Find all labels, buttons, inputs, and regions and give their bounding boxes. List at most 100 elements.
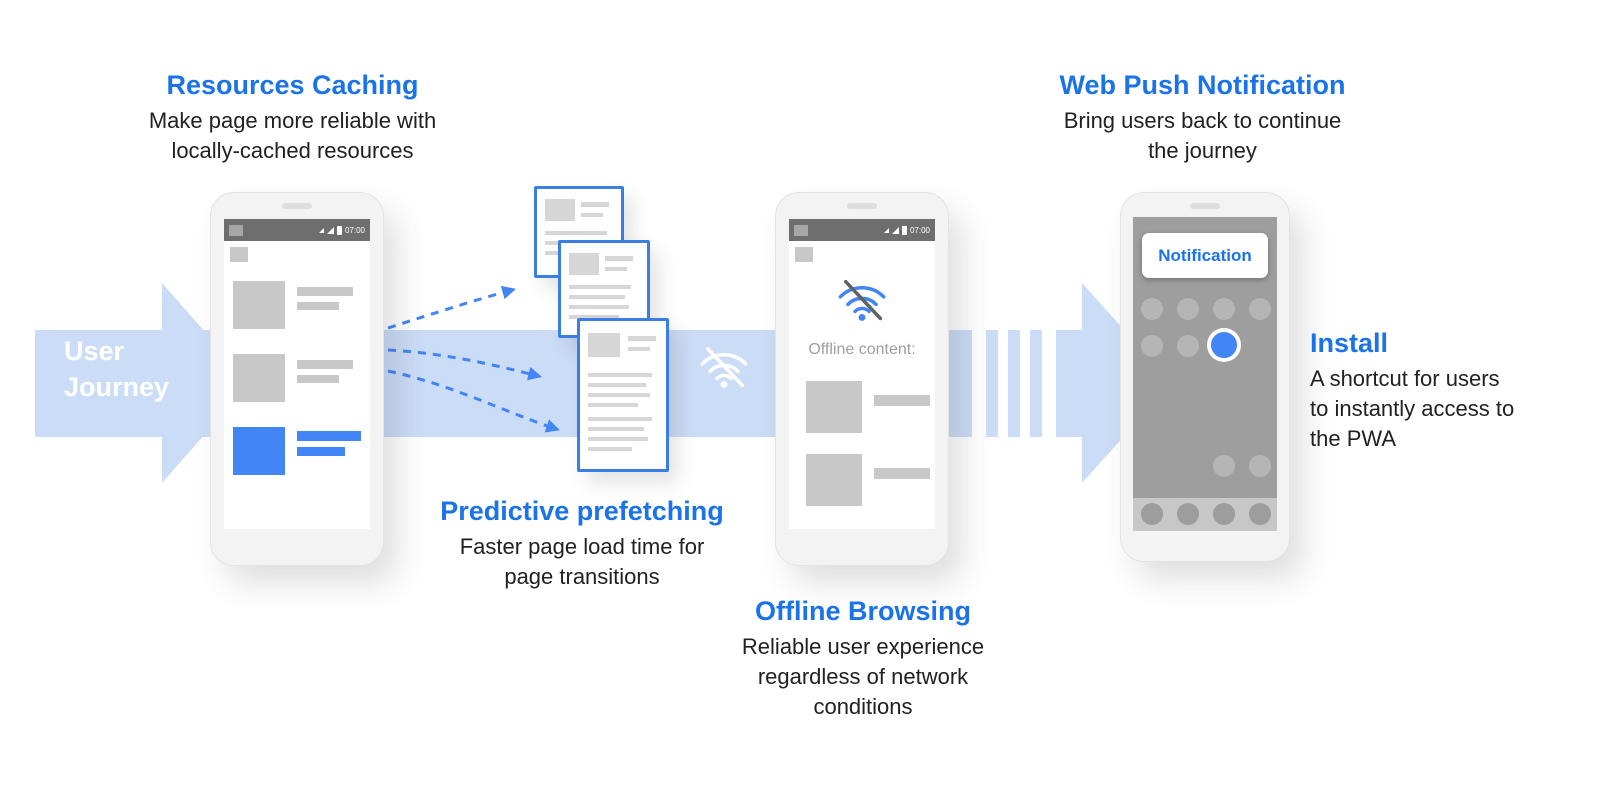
text-line-skeleton (588, 383, 646, 387)
text-line-skeleton (628, 347, 650, 351)
app-icon (1249, 455, 1271, 477)
text-line-skeleton (569, 285, 631, 289)
content-block (588, 333, 620, 357)
feature-install: Install A shortcut for users to instantl… (1310, 328, 1565, 454)
dock-app-icon (1249, 503, 1271, 525)
app-icon (1213, 455, 1235, 477)
feature-resources-caching: Resources Caching Make page more reliabl… (100, 70, 485, 166)
text-line-skeleton (588, 403, 638, 407)
content-block (545, 199, 575, 221)
app-icon (1249, 298, 1271, 320)
feature-desc: Faster page load time for page transitio… (459, 534, 705, 589)
status-time: 07:00 (344, 225, 365, 235)
app-icon (1213, 298, 1235, 320)
app-icon (1141, 298, 1163, 320)
cached-text-line (297, 447, 345, 456)
text-line-skeleton (569, 315, 619, 319)
content-thumbnail (233, 354, 285, 402)
content-thumbnail (233, 281, 285, 329)
status-chip (794, 224, 808, 236)
text-line-skeleton (581, 202, 609, 207)
text-line-skeleton (297, 360, 353, 369)
wifi-icon (326, 226, 334, 234)
phone2-screen: 07:00 Offline content: (789, 219, 935, 529)
signal-icon (883, 227, 889, 233)
wifi-off-icon (700, 346, 748, 388)
phone-speaker (847, 203, 877, 209)
content-thumbnail (806, 454, 862, 506)
prefetched-page-3 (577, 318, 669, 472)
phone-offline-browsing: 07:00 Offline content: (775, 192, 949, 566)
status-icons: 07:00 (883, 225, 930, 235)
wifi-icon (891, 226, 899, 234)
offline-content-label: Offline content: (808, 341, 916, 358)
text-line-skeleton (588, 447, 632, 451)
text-line-skeleton (545, 231, 607, 235)
battery-icon (336, 225, 342, 235)
journey-band-dash (1008, 330, 1020, 437)
text-line-skeleton (581, 213, 603, 217)
feature-web-push-notification: Web Push Notification Bring users back t… (1010, 70, 1395, 166)
phone-speaker (1190, 203, 1220, 209)
cached-text-line (297, 431, 361, 441)
text-line-skeleton (605, 267, 627, 271)
notification-banner[interactable]: Notification (1142, 233, 1268, 278)
content-thumbnail (806, 381, 862, 433)
dock-app-icon (1177, 503, 1199, 525)
text-line-skeleton (569, 295, 625, 299)
text-line-skeleton (588, 437, 648, 441)
feature-desc: Reliable user experience regardless of n… (741, 634, 985, 719)
text-line-skeleton (588, 373, 652, 377)
app-icon (1177, 298, 1199, 320)
wifi-off-icon (838, 279, 886, 321)
journey-band-segment (1056, 330, 1084, 437)
status-bar: 07:00 (224, 219, 370, 241)
menu-chip (795, 247, 813, 262)
journey-band-dash (986, 330, 998, 437)
signal-icon (318, 227, 324, 233)
battery-icon (901, 225, 907, 235)
feature-title: Install (1310, 328, 1389, 358)
text-line-skeleton (297, 302, 339, 310)
feature-title: Predictive prefetching (440, 496, 724, 526)
feature-desc: A shortcut for users to instantly access… (1310, 366, 1515, 451)
feature-offline-browsing: Offline Browsing Reliable user experienc… (683, 596, 1043, 722)
phone-push-notification: Notification (1120, 192, 1290, 562)
phone-speaker (282, 203, 312, 209)
text-line-skeleton (297, 375, 339, 383)
text-line-skeleton (874, 468, 930, 479)
cached-content-thumbnail (233, 427, 285, 475)
text-line-skeleton (628, 336, 656, 341)
status-icons: 07:00 (318, 225, 365, 235)
status-bar: 07:00 (789, 219, 935, 241)
dock-app-icon (1213, 503, 1235, 525)
text-line-skeleton (874, 395, 930, 406)
feature-title: Resources Caching (166, 70, 419, 100)
status-chip (229, 224, 243, 236)
text-line-skeleton (605, 256, 633, 261)
dock-app-icon (1141, 503, 1163, 525)
notification-label: Notification (1158, 245, 1252, 265)
journey-band-dash (1030, 330, 1042, 437)
feature-desc: Make page more reliable with locally-cac… (148, 108, 437, 163)
app-icon (1177, 335, 1199, 357)
phone-resources-caching: 07:00 (210, 192, 384, 566)
content-block (569, 253, 599, 275)
feature-title: Web Push Notification (1059, 70, 1346, 100)
user-journey-label: User Journey (64, 336, 170, 402)
prefetch-arrow-1 (387, 285, 516, 330)
feature-desc: Bring users back to continue the journey (1063, 108, 1342, 163)
text-line-skeleton (297, 287, 353, 296)
installed-pwa-icon[interactable] (1207, 328, 1241, 362)
text-line-skeleton (588, 417, 652, 421)
feature-predictive-prefetching: Predictive prefetching Faster page load … (392, 496, 772, 592)
text-line-skeleton (588, 393, 650, 397)
phone1-screen: 07:00 (224, 219, 370, 529)
feature-title: Offline Browsing (755, 596, 971, 626)
text-line-skeleton (588, 427, 644, 431)
phone3-home-screen: Notification (1133, 217, 1277, 531)
app-icon (1141, 335, 1163, 357)
status-time: 07:00 (909, 225, 930, 235)
text-line-skeleton (569, 305, 629, 309)
